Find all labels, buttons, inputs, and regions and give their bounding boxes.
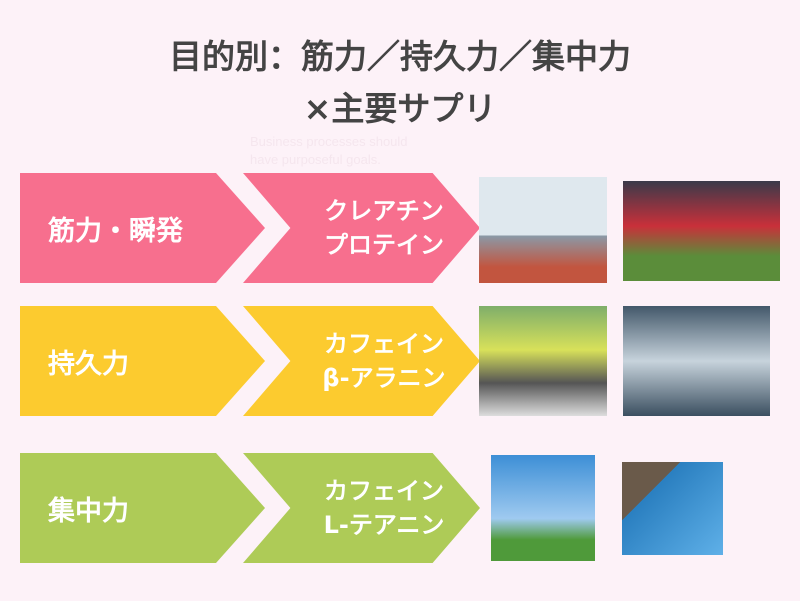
category-strength: 筋力・瞬発 [20,173,265,283]
rugby-photo [623,181,780,281]
sprinters-photo [479,177,607,283]
page-subtitle: ×主要サプリ [303,89,497,128]
category-focus: 集中力 [20,453,265,563]
supplements-strength: クレアチンプロテイン [243,173,480,283]
page-title: 目的別：筋力／持久力／集中力 [169,37,631,76]
swimmers-photo [623,306,770,416]
category-endurance: 持久力 [20,306,265,416]
billiards-photo [622,462,723,555]
golfer-photo [491,455,595,561]
marathon-photo [479,306,607,416]
